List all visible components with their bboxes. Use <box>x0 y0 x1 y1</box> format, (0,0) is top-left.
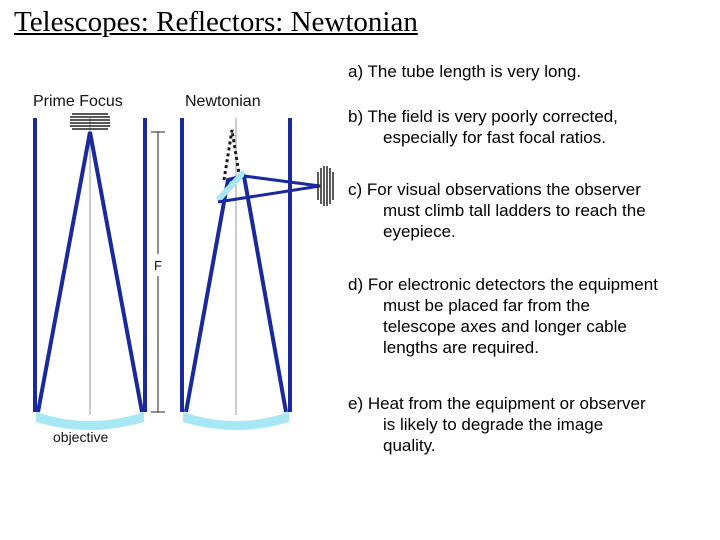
newtonian-label: Newtonian <box>185 93 261 110</box>
prime-primary-mirror <box>36 412 144 430</box>
list-item: a) The tube length is very long. <box>348 61 718 82</box>
focal-length-label: F <box>154 258 162 273</box>
list-item-continuation: must be placed far from the <box>383 296 590 315</box>
list-item: c) For visual observations the observer m… <box>348 179 718 242</box>
list-item-text: e) Heat from the equipment or observer <box>348 394 646 413</box>
list-item: d) For electronic detectors the equipmen… <box>348 274 718 358</box>
list-item-text: a) The tube length is very long. <box>348 62 582 81</box>
slide-title: Telescopes: Reflectors: Newtonian <box>14 6 418 38</box>
list-item-text: b) The field is very poorly corrected, <box>348 107 618 126</box>
list-item-text: c) For visual observations the observer <box>348 180 641 199</box>
prime-focus-detector <box>70 113 110 130</box>
list-item-continuation: lengths are required. <box>383 338 539 357</box>
list-item-continuation: must climb tall ladders to reach the <box>383 201 646 220</box>
objective-label: objective <box>53 429 108 445</box>
newtonian-virtual-focus <box>222 129 242 181</box>
list-item-continuation: is likely to degrade the image <box>383 415 604 434</box>
list-item: e) Heat from the equipment or observer is… <box>348 393 718 456</box>
list-item: b) The field is very poorly corrected, es… <box>348 106 718 148</box>
newtonian-diagonal-mirror <box>215 169 247 203</box>
list-item-continuation: eyepiece. <box>383 222 456 241</box>
newtonian-reflected-beam <box>217 174 321 204</box>
list-item-continuation: telescope axes and longer cable <box>383 317 627 336</box>
prime-focus-telescope: Prime Focus objective <box>33 93 147 445</box>
list-item-text: d) For electronic detectors the equipmen… <box>348 275 658 294</box>
newtonian-eyepiece-detector <box>317 166 334 206</box>
newtonian-telescope: Newtonian <box>180 93 334 430</box>
newtonian-primary-mirror <box>183 412 289 430</box>
prime-focus-label: Prime Focus <box>33 93 123 110</box>
list-item-continuation: especially for fast focal ratios. <box>383 128 606 147</box>
prime-light-path <box>36 131 144 413</box>
list-item-continuation: quality. <box>383 436 436 455</box>
focal-length-marker: F <box>150 131 166 413</box>
telescope-diagram: Prime Focus objective F Newtonian <box>33 93 334 445</box>
